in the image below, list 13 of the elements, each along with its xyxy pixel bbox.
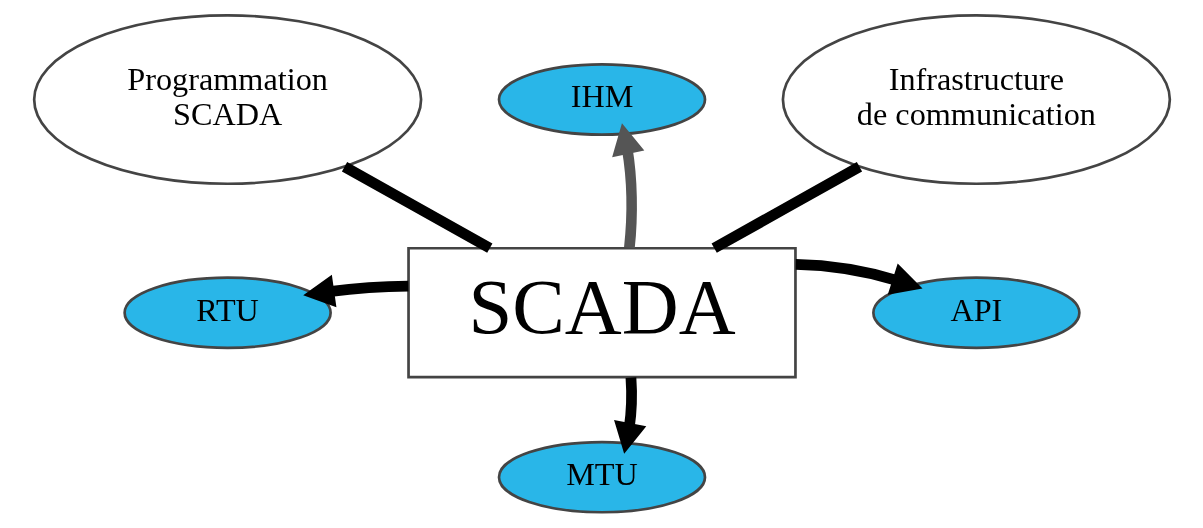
node-ellipse: Infrastructure de communication — [781, 14, 1171, 186]
node-ellipse: IHM — [497, 63, 706, 136]
arrow — [795, 259, 922, 295]
arrow — [613, 377, 646, 454]
node-ellipse: MTU — [497, 440, 706, 514]
node-ellipse: API — [871, 276, 1081, 350]
arrow — [611, 123, 644, 248]
node-ellipse: Programmation SCADA — [32, 14, 422, 186]
connector — [341, 162, 492, 253]
connector — [711, 162, 862, 253]
arrow — [302, 274, 408, 308]
node-ellipse: RTU — [122, 276, 332, 350]
node-box: SCADA — [406, 246, 797, 379]
